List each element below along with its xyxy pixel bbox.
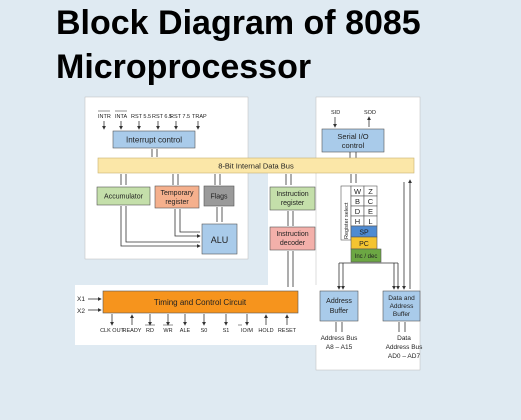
register-select-label: Register select xyxy=(344,202,350,239)
serial-io-control-box xyxy=(321,128,385,153)
reg-c: C xyxy=(368,197,374,206)
data-address-bus-label-2: Address Bus xyxy=(386,344,424,351)
pin-ready: READY xyxy=(123,328,142,334)
reg-b: B xyxy=(355,197,360,206)
serial-io-label-2: control xyxy=(342,141,365,150)
temp-register-label-2: register xyxy=(165,199,189,206)
address-buffer-box xyxy=(319,290,359,322)
instruction-decoder-box xyxy=(269,226,316,251)
pin-inta: INTA xyxy=(115,114,127,120)
instruction-register-label-2: register xyxy=(281,200,305,207)
pin-rst65: RST 6.5 xyxy=(152,114,172,120)
accumulator-label: Accumulator xyxy=(104,194,144,201)
center-panel xyxy=(268,160,316,285)
temporary-register-box xyxy=(154,185,200,209)
pin-intr: INTR xyxy=(98,114,111,120)
alu-label: ALU xyxy=(211,235,229,245)
instruction-register-box xyxy=(269,186,316,211)
timing-control-box xyxy=(102,290,299,314)
pin-trap: TRAP xyxy=(192,114,207,120)
inc-dec-label: Inc / dec xyxy=(355,254,378,260)
pin-sid: SID xyxy=(331,110,340,116)
instruction-register-label-1: Instruction xyxy=(276,191,308,198)
pin-s1: S1 xyxy=(223,328,230,334)
reg-h: H xyxy=(355,217,360,226)
pin-clk-out: CLK OUT xyxy=(100,328,124,334)
data-address-buffer-label-2: Address xyxy=(390,303,415,310)
flags-label: Flags xyxy=(210,194,228,201)
inc-dec-box xyxy=(350,248,382,263)
address-buffer-label-1: Address xyxy=(326,298,352,305)
sp-label: SP xyxy=(359,230,369,237)
reg-z: Z xyxy=(368,187,373,196)
data-address-bus-range: AD0 – AD7 xyxy=(388,353,421,360)
accumulator-box xyxy=(96,186,151,206)
instruction-decoder-label-1: Instruction xyxy=(276,231,308,238)
reg-w: W xyxy=(354,187,362,196)
x1-label: X1 xyxy=(77,296,85,303)
pin-rd: RD xyxy=(146,328,154,334)
pin-rst55: RST 5.5 xyxy=(131,114,151,120)
address-buffer-label-2: Buffer xyxy=(330,308,349,315)
data-address-buffer-label-1: Data and xyxy=(388,295,415,302)
flags-box xyxy=(203,185,235,207)
address-bus-label: Address Bus xyxy=(321,335,359,342)
timing-control-label: Timing and Control Circuit xyxy=(154,298,247,307)
pin-wr: WR xyxy=(163,328,172,334)
data-bus-label: 8-Bit Internal Data Bus xyxy=(218,162,294,171)
data-address-buffer-label-3: Buffer xyxy=(393,311,411,318)
temp-register-label-1: Temporary xyxy=(160,190,194,197)
alu-box xyxy=(201,223,238,255)
reg-l: L xyxy=(368,217,372,226)
pin-rst75: RST 7.5 xyxy=(170,114,190,120)
reg-e: E xyxy=(368,207,373,216)
pin-sod: SOD xyxy=(364,110,376,116)
pin-s0: S0 xyxy=(201,328,208,334)
interrupt-control-label: Interrupt control xyxy=(126,136,182,145)
pc-label: PC xyxy=(359,241,369,248)
pin-hold: HOLD xyxy=(258,328,273,334)
instruction-decoder-label-2: decoder xyxy=(280,240,306,247)
address-bus-range: A8 – A15 xyxy=(326,344,353,351)
interrupt-control-box xyxy=(112,130,196,149)
reg-d: D xyxy=(355,207,361,216)
internal-data-bus xyxy=(97,157,415,174)
data-address-bus-label-1: Data xyxy=(397,335,411,342)
register-grid xyxy=(350,185,378,227)
page-title-line-2: Microprocessor xyxy=(56,48,312,86)
serial-io-label-1: Serial I/O xyxy=(337,132,368,141)
page-title-line-1: Block Diagram of 8085 xyxy=(56,4,421,42)
pin-io-m: IO/M xyxy=(241,328,253,334)
pin-ale: ALE xyxy=(180,328,191,334)
pin-reset: RESET xyxy=(278,328,297,334)
x2-label: X2 xyxy=(77,308,85,315)
data-address-buffer-box xyxy=(382,290,421,322)
